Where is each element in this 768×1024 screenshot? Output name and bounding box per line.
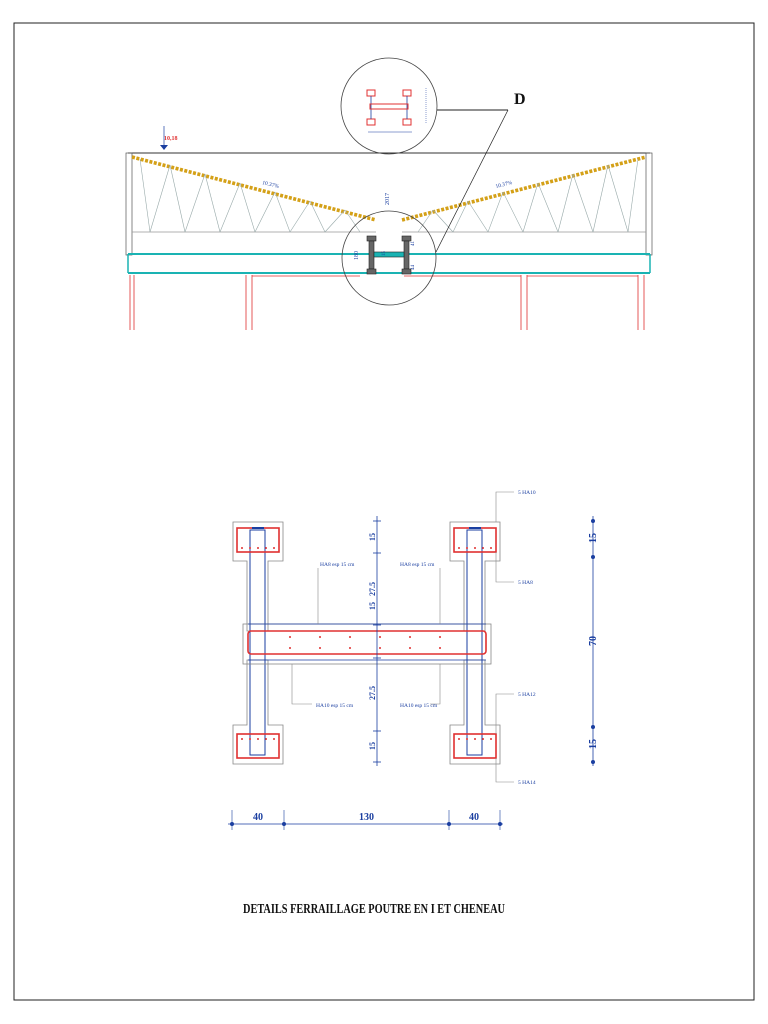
roof-slope-left <box>131 155 377 222</box>
rebar-bottom-label: 5 HA14 <box>518 780 536 786</box>
right-dim-2: 15 <box>588 739 599 749</box>
right-dim-1: 70 <box>588 636 599 646</box>
inner-dim-3: 27.5 <box>368 686 377 700</box>
slope-label-right: 10.37% <box>495 180 513 190</box>
flange-bottom-left <box>236 733 280 759</box>
flange-bottom-right <box>453 733 497 759</box>
i-beam-detail: 5 HA10 5 HA8 5 HA12 5 HA14 HA8 esp 15 cm… <box>228 490 599 830</box>
bottom-dim-2: 40 <box>469 812 479 823</box>
sheet-border <box>13 22 755 1001</box>
i-section-small <box>366 235 412 275</box>
inner-dim-0: 15 <box>368 533 377 541</box>
bottom-dimension-line: 40 130 40 <box>228 810 503 830</box>
stirrup-upper-right-label: HA8 esp 15 cm <box>400 562 435 568</box>
i-section-detail-thumb <box>366 88 427 133</box>
rebar-top-label: 5 HA10 <box>518 490 536 496</box>
inner-dim-4: 15 <box>368 742 377 750</box>
detail-circle-lower <box>341 210 437 306</box>
inner-dim-2: 15 <box>368 602 377 610</box>
bottom-dim-0: 40 <box>253 812 263 823</box>
drawing-title: DETAILS FERRAILLAGE POUTRE EN I ET CHENE… <box>243 902 505 917</box>
rebar-upper-side-label: 5 HA8 <box>518 580 533 586</box>
right-dim-0: 15 <box>588 533 599 543</box>
detail-marker-label: D <box>514 91 526 108</box>
bottom-dim-1: 130 <box>359 812 374 823</box>
roof-slope-right <box>401 155 647 222</box>
stirrup-lower-left-label: HA10 esp 15 cm <box>316 703 354 709</box>
section-height-label: 180 <box>354 251 360 260</box>
inner-dimension-line: 15 27.5 15 27.5 15 <box>368 516 381 766</box>
stirrup-upper-left-label: HA8 esp 15 cm <box>320 562 355 568</box>
section-total-label: 2017 <box>385 193 391 205</box>
rebar-lower-side-label: 5 HA12 <box>518 692 536 698</box>
stirrup-lower-right-label: HA10 esp 15 cm <box>400 703 438 709</box>
elevation-label: 10,18 <box>164 136 178 142</box>
detail-circle-upper <box>340 57 438 155</box>
roof-elevation: 10,18 10.37% 10.37% 2017 180 41 15 44 <box>125 57 653 330</box>
slope-label-left: 10.37% <box>262 180 280 190</box>
web-stirrup <box>247 630 487 655</box>
section-dim-1: 41 <box>411 241 416 247</box>
right-dimension-line: 15 70 15 <box>588 516 599 766</box>
inner-dim-1: 27.5 <box>368 582 377 596</box>
section-dim-3: 44 <box>411 265 416 271</box>
section-dim-2: 15 <box>382 251 387 257</box>
